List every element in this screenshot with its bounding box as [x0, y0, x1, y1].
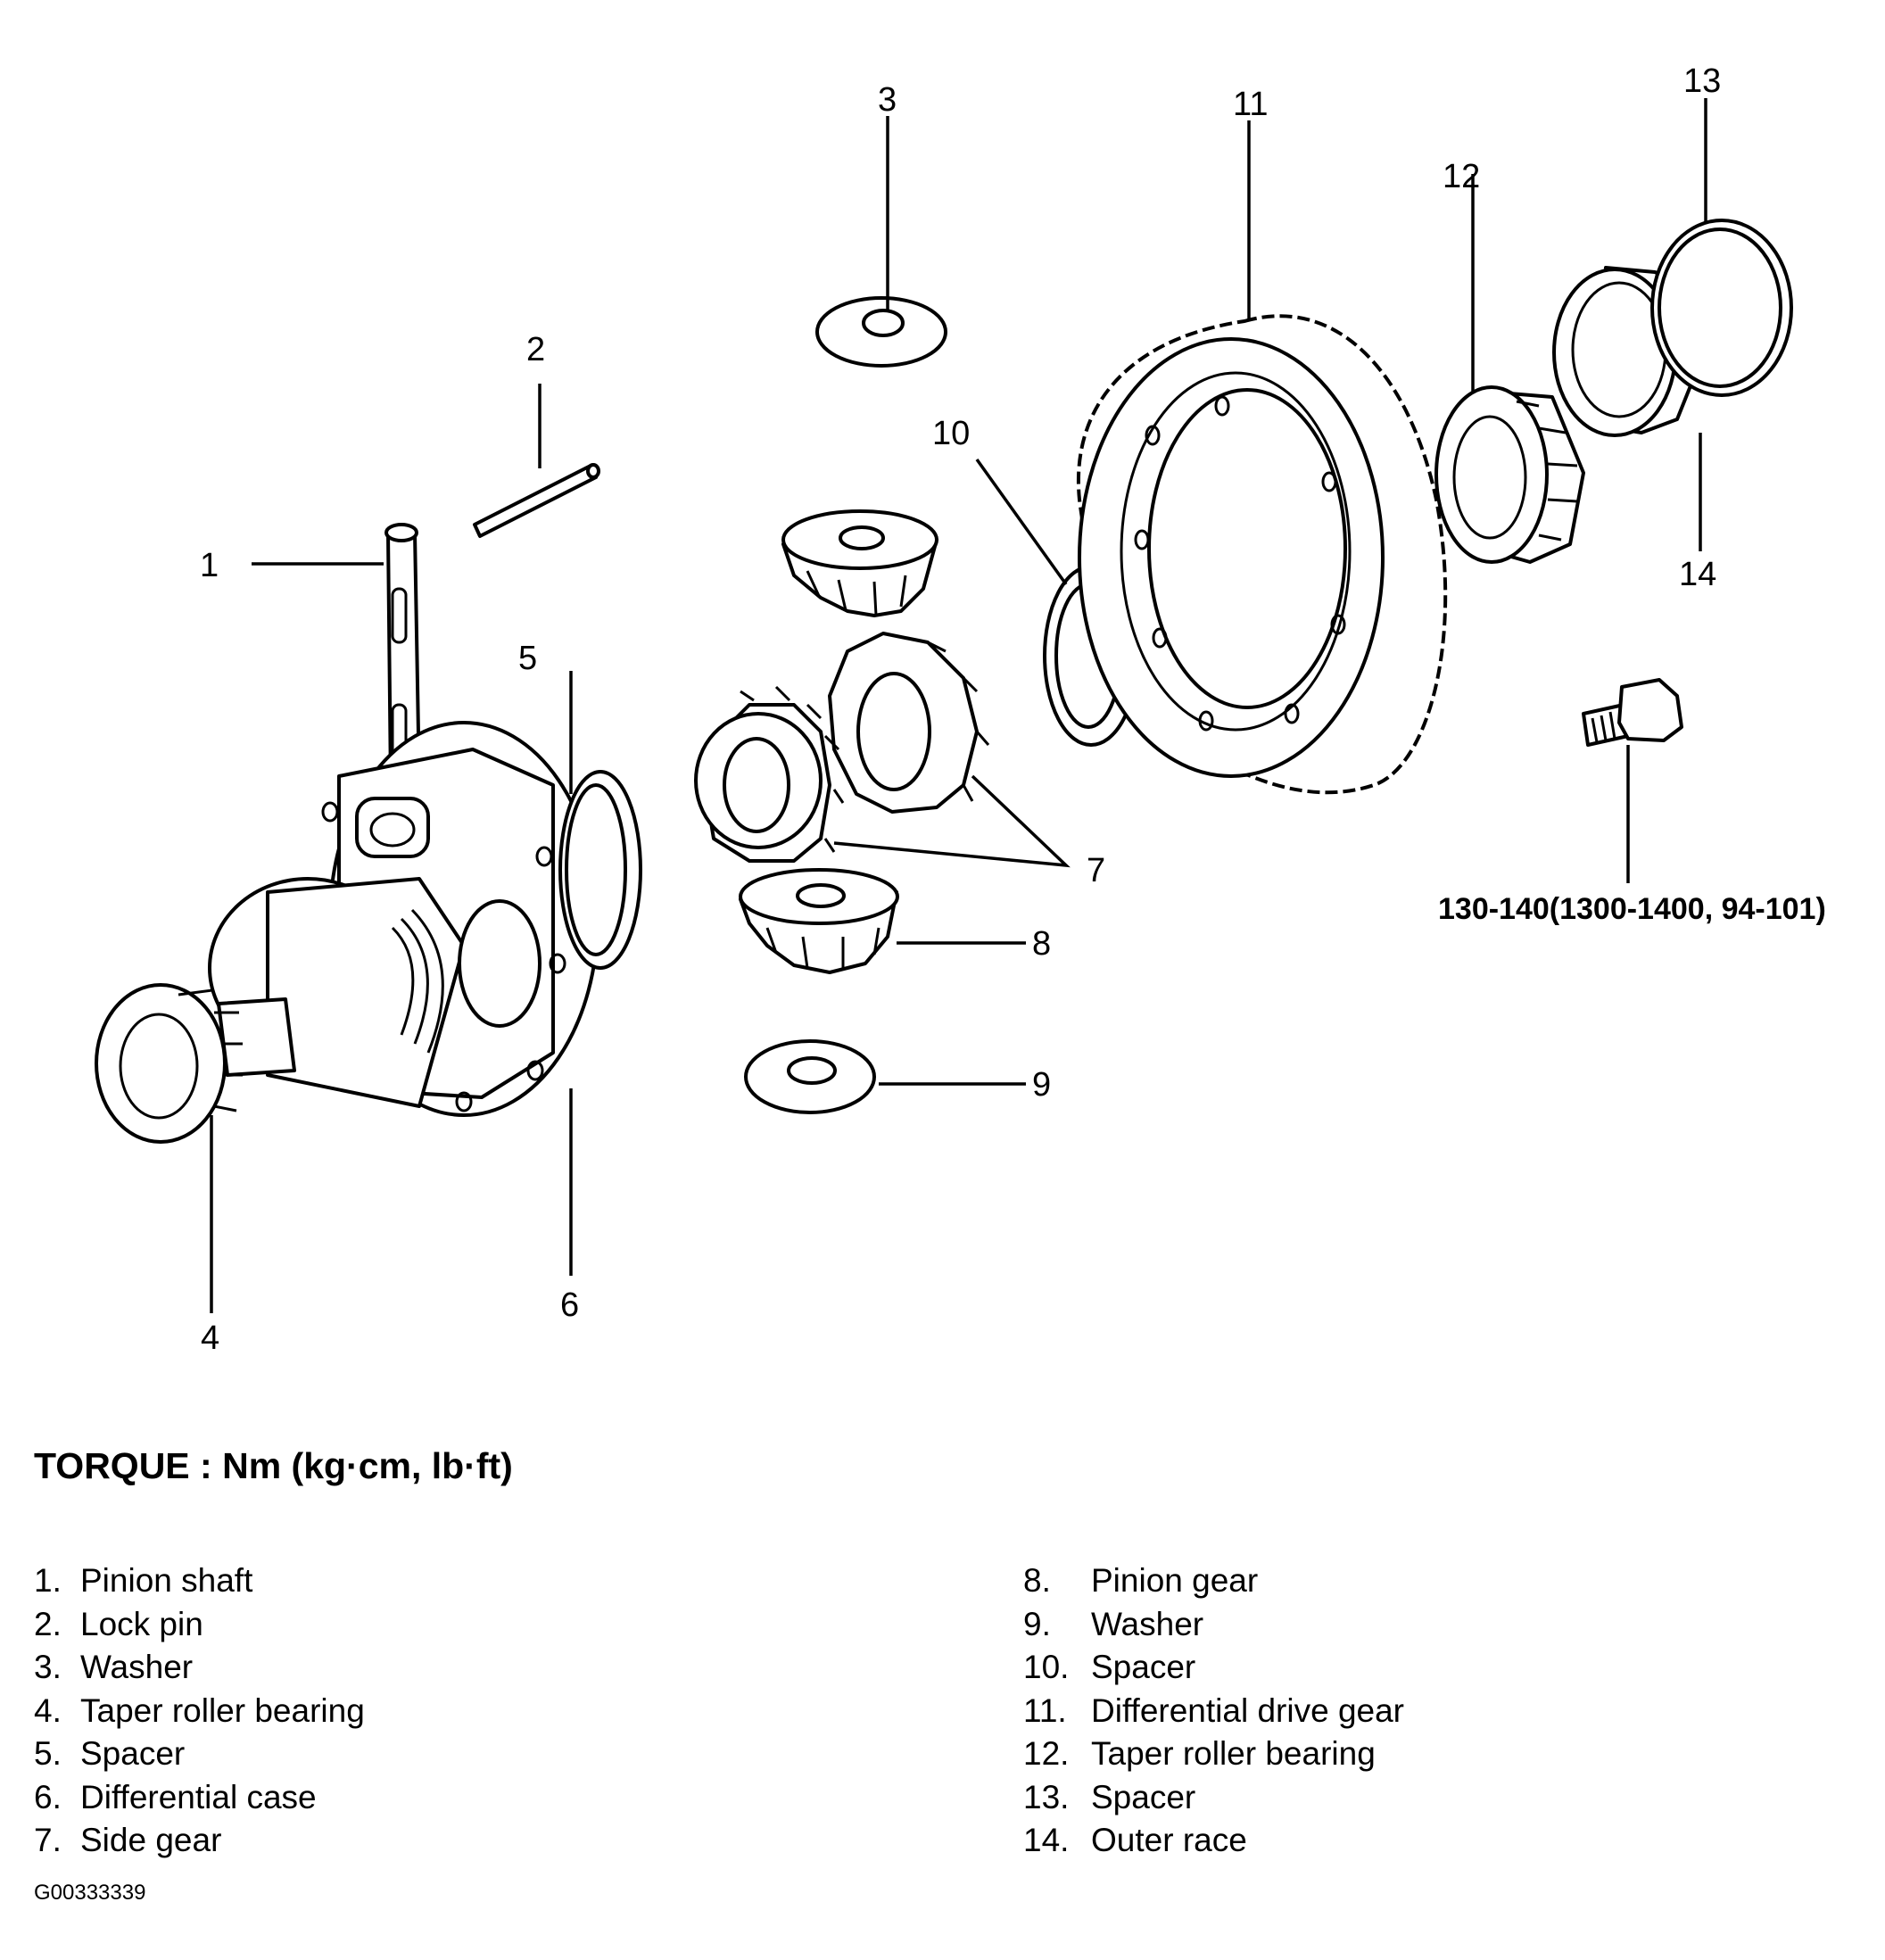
drive-gear-bolt [1582, 678, 1683, 747]
callout-3: 3 [878, 81, 897, 119]
side-gear-right [828, 632, 990, 814]
legend-item: 2.Lock pin [34, 1605, 203, 1642]
callout-2: 2 [526, 331, 545, 368]
figure-code: G00333339 [34, 1881, 146, 1905]
differential-drive-gear [1077, 314, 1448, 795]
spacer-5 [558, 770, 642, 970]
legend-item: 1.Pinion shaft [34, 1562, 253, 1599]
spacer-13 [1650, 219, 1793, 397]
callout-10: 10 [932, 415, 970, 452]
legend-item: 8.Pinion gear [1023, 1562, 1259, 1599]
callout-14: 14 [1679, 556, 1716, 593]
callout-8: 8 [1032, 925, 1051, 963]
legend-item: 12.Taper roller bearing [1023, 1735, 1376, 1772]
pinion-gear-upper [781, 509, 938, 617]
callout-13: 13 [1683, 62, 1721, 100]
callout-1: 1 [200, 547, 219, 584]
callout-7: 7 [1087, 852, 1105, 889]
exploded-view-diagram: 1 2 3 4 5 6 7 8 9 10 11 12 13 14 130-140… [95, 62, 1826, 1357]
callout-9: 9 [1032, 1066, 1051, 1104]
callout-6: 6 [560, 1286, 579, 1324]
callout-11: 11 [1233, 86, 1268, 123]
bolt-torque-spec: 130-140(1300-1400, 94-101) [1438, 892, 1826, 926]
callout-5: 5 [518, 640, 537, 677]
leader-lines [210, 98, 1707, 1313]
differential-case [208, 721, 599, 1117]
callout-4: 4 [201, 1319, 219, 1357]
legend-item: 14.Outer race [1023, 1822, 1247, 1858]
legend-item: 6.Differential case [34, 1778, 317, 1815]
legend-item: 5.Spacer [34, 1735, 186, 1772]
parts-legend-right: 8.Pinion gear 9.Washer 10.Spacer 11.Diff… [1023, 1559, 1404, 1863]
taper-roller-bearing-right [1434, 385, 1585, 564]
legend-item: 10.Spacer [1023, 1649, 1196, 1685]
washer-9 [744, 1039, 876, 1114]
legend-item: 13.Spacer [1023, 1778, 1196, 1815]
taper-roller-bearing-left [95, 983, 296, 1144]
pinion-gear-lower [739, 868, 899, 974]
callout-12: 12 [1443, 158, 1480, 195]
washer-3 [815, 296, 947, 368]
legend-item: 4.Taper roller bearing [34, 1691, 365, 1729]
side-gear-left [694, 685, 845, 863]
parts-legend-left: 1.Pinion shaft 2.Lock pin 3.Washer 4.Tap… [34, 1559, 365, 1863]
legend-item: 11.Differential drive gear [1023, 1691, 1404, 1729]
callout-labels: 1 2 3 4 5 6 7 8 9 10 11 12 13 14 130-140… [200, 62, 1826, 1357]
legend-item: 9.Washer [1023, 1605, 1204, 1642]
legend-item: 3.Washer [34, 1649, 194, 1685]
torque-heading: TORQUE : Nm (kg·cm, lb·ft) [34, 1445, 513, 1486]
legend-item: 7.Side gear [34, 1822, 222, 1858]
lock-pin [473, 463, 600, 538]
